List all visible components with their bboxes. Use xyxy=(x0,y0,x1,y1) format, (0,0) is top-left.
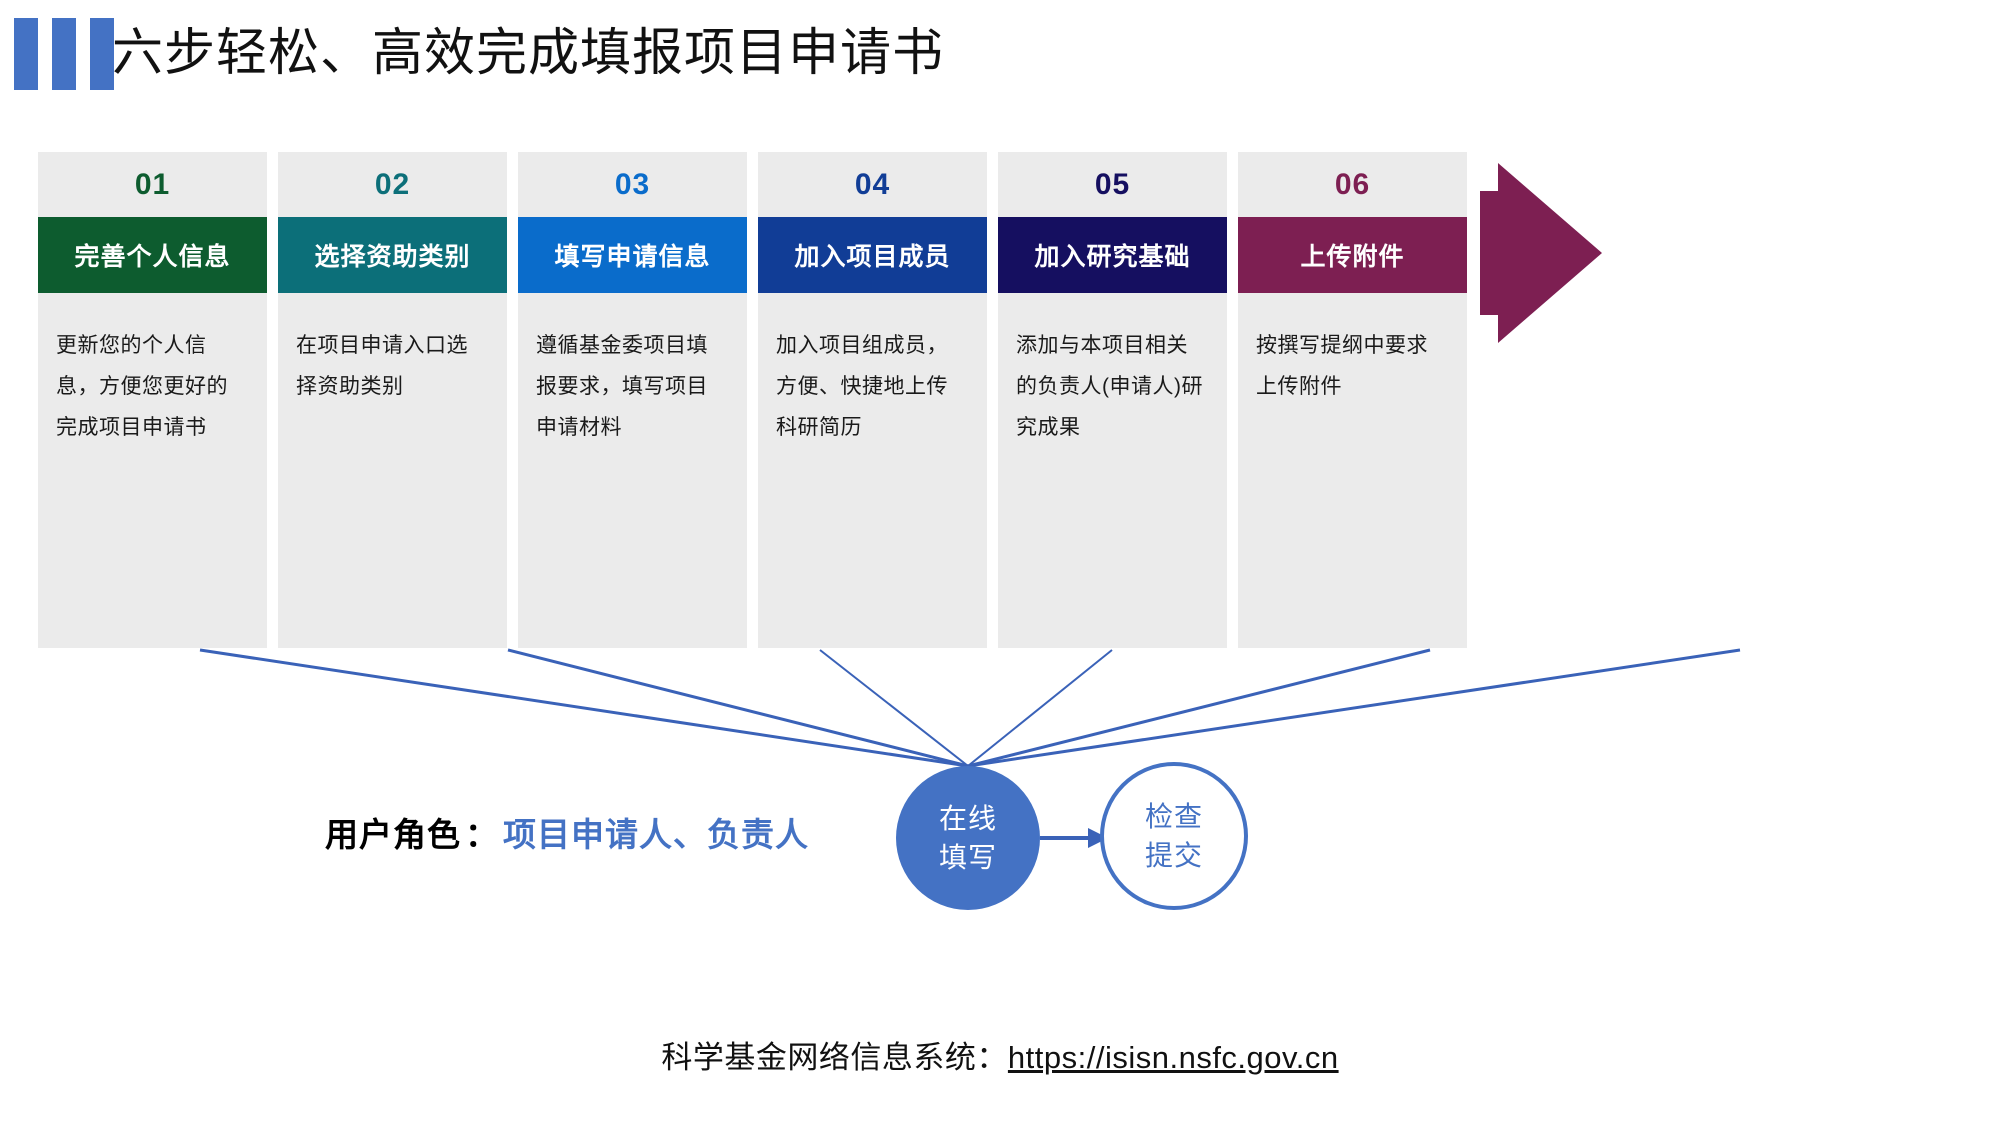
accent-bar-3 xyxy=(90,18,114,90)
step-number: 01 xyxy=(134,168,171,201)
connector-line-2 xyxy=(507,648,969,768)
check-submit-circle[interactable]: 检查 提交 xyxy=(1100,762,1248,910)
accent-bar-1 xyxy=(14,18,38,90)
step-title: 选择资助类别 xyxy=(278,217,507,293)
step-column-5[interactable]: 05 加入研究基础 添加与本项目相关的负责人(申请人)研究成果 xyxy=(998,152,1227,648)
check-submit-line-2: 提交 xyxy=(1144,840,1203,871)
step-title: 上传附件 xyxy=(1238,217,1467,293)
user-role-label: 用户角色 xyxy=(325,816,461,853)
connector-line-6 xyxy=(967,648,1741,768)
step-title: 加入项目成员 xyxy=(758,217,987,293)
user-role-separator: ： xyxy=(465,816,499,853)
online-fill-line-1: 在线 xyxy=(938,803,997,834)
user-role-line: 用户角色 ： 项目申请人、负责人 xyxy=(325,808,809,856)
connector-line-1 xyxy=(199,648,969,768)
step-column-1[interactable]: 01 完善个人信息 更新您的个人信息，方便您更好的完成项目申请书 xyxy=(38,152,267,648)
step-description: 加入项目组成员，方便、快捷地上传科研简历 xyxy=(776,334,948,439)
step-number: 04 xyxy=(854,168,891,201)
step-number: 03 xyxy=(614,168,651,201)
step-title: 加入研究基础 xyxy=(998,217,1227,293)
step-description: 添加与本项目相关的负责人(申请人)研究成果 xyxy=(1016,334,1203,439)
step-description: 更新您的个人信息，方便您更好的完成项目申请书 xyxy=(56,334,228,439)
step-column-2[interactable]: 02 选择资助类别 在项目申请入口选择资助类别 xyxy=(278,152,507,648)
title-area: 六步轻松、高效完成填报项目申请书 xyxy=(0,0,2000,120)
step-column-4[interactable]: 04 加入项目成员 加入项目组成员，方便、快捷地上传科研简历 xyxy=(758,152,987,648)
online-fill-circle[interactable]: 在线 填写 xyxy=(896,766,1040,910)
step-title: 填写申请信息 xyxy=(518,217,747,293)
step-number: 05 xyxy=(1094,168,1131,201)
step-number: 02 xyxy=(374,168,411,201)
footer-label: 科学基金网络信息系统： xyxy=(661,1040,1008,1075)
step-column-3[interactable]: 03 填写申请信息 遵循基金委项目填报要求，填写项目申请材料 xyxy=(518,152,747,648)
title-accent-bars xyxy=(14,18,114,90)
connector-line-4 xyxy=(967,649,1113,767)
steps-container: 01 完善个人信息 更新您的个人信息，方便您更好的完成项目申请书 02 选择资助… xyxy=(38,152,1483,648)
step-number: 06 xyxy=(1334,168,1371,201)
step-description: 在项目申请入口选择资助类别 xyxy=(296,334,468,398)
footer-url-link[interactable]: https://isisn.nsfc.gov.cn xyxy=(1007,1040,1339,1075)
step-column-6[interactable]: 06 上传附件 按撰写提纲中要求上传附件 xyxy=(1238,152,1467,648)
accent-bar-2 xyxy=(52,18,76,90)
check-submit-line-1: 检查 xyxy=(1144,801,1203,832)
step-title: 完善个人信息 xyxy=(38,217,267,293)
connector-line-3 xyxy=(819,649,969,767)
step-description: 按撰写提纲中要求上传附件 xyxy=(1256,334,1428,398)
user-role-value: 项目申请人、负责人 xyxy=(503,816,809,853)
online-fill-line-2: 填写 xyxy=(938,842,997,873)
connector-line-5 xyxy=(967,648,1431,768)
page-title: 六步轻松、高效完成填报项目申请书 xyxy=(112,24,945,81)
process-arrow-icon xyxy=(1480,163,1602,343)
step-description: 遵循基金委项目填报要求，填写项目申请材料 xyxy=(536,334,708,439)
footer: 科学基金网络信息系统：https://isisn.nsfc.gov.cn xyxy=(0,1032,2000,1077)
flow-arrow-icon xyxy=(1040,828,1108,848)
